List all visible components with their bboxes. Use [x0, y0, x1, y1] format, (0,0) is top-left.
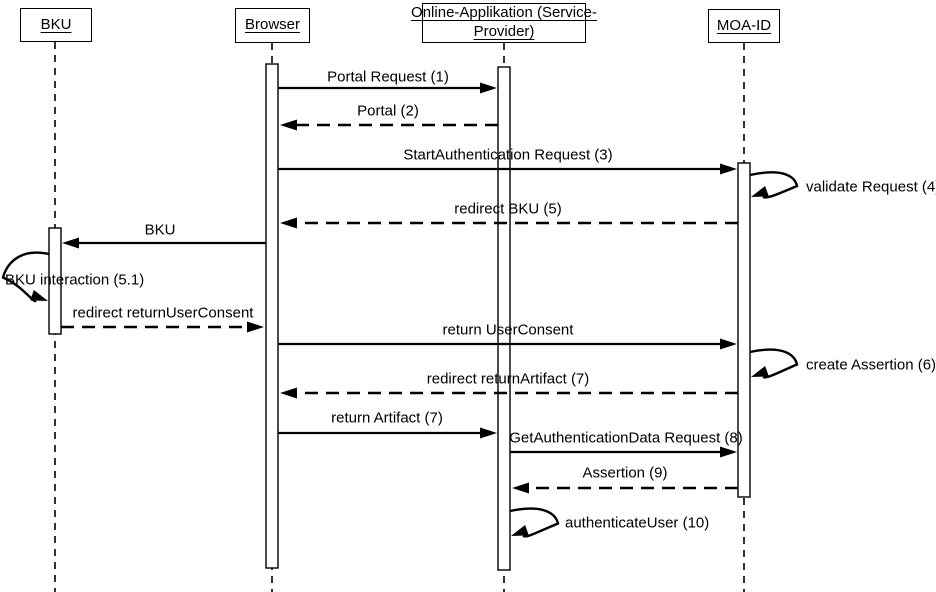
message-label-authenticateuser-10: authenticateUser (10): [565, 514, 710, 532]
arrowhead: [511, 525, 529, 536]
message-getauthenticationdata-request-8: [510, 446, 737, 458]
message-return-artifact-7: [278, 427, 497, 439]
message-create-assertion-6: [749, 348, 799, 379]
message-bku: [62, 237, 266, 249]
message-authenticateuser-10: [509, 507, 560, 538]
participant-box-online-app: Online-Applikation (Service-Provider): [411, 3, 597, 43]
message-label-redirect-returnartifact-7: redirect returnArtifact (7): [426, 370, 590, 388]
message-label-startauthentication-request-3: StartAuthentication Request (3): [403, 146, 613, 164]
message-label-assertion-9: Assertion (9): [582, 464, 668, 482]
arrowhead: [280, 217, 297, 229]
arrowhead: [720, 446, 737, 458]
arrowhead: [480, 427, 497, 439]
participant-label-online-app-line-1: Online-Applikation (Service-: [411, 4, 597, 22]
message-validate-request-4: [749, 171, 799, 199]
message-label-portal-2: Portal (2): [357, 102, 419, 120]
message-bku-interaction-5-1: [1, 251, 50, 303]
participant-label-moa-id: MOA-ID: [716, 16, 772, 34]
participant-box-browser: Browser: [235, 8, 310, 43]
arrowhead: [480, 82, 497, 94]
activation-online-app: [497, 66, 511, 571]
participant-box-bku: BKU: [20, 8, 92, 42]
activation-moa-id: [737, 162, 751, 498]
message-redirect-returnuserconsent: [61, 321, 264, 333]
message-label-bku-interaction-5-1: BKU interaction (5.1): [5, 271, 145, 289]
message-label-create-assertion-6: create Assertion (6): [806, 356, 936, 374]
message-label-return-userconsent: return UserConsent: [442, 321, 574, 339]
message-portal-2: [280, 119, 498, 131]
participant-label-bku: BKU: [40, 15, 72, 33]
arrowhead: [512, 482, 529, 494]
arrowhead: [280, 119, 297, 131]
message-startauthentication-request-3: [278, 163, 737, 175]
arrowhead: [720, 338, 737, 350]
message-label-validate-request-4: validate Request (4): [806, 178, 936, 196]
message-return-userconsent: [278, 338, 737, 350]
participant-box-moa-id: MOA-ID: [708, 9, 780, 43]
arrowhead: [247, 321, 264, 333]
self-loop-validate-request-4: [749, 171, 799, 199]
arrowhead: [62, 237, 79, 249]
message-label-redirect-bku-5: redirect BKU (5): [454, 200, 562, 218]
participant-label-browser: Browser: [244, 16, 300, 34]
participant-label-online-app-line-2: Provider): [473, 23, 535, 40]
arrowhead: [280, 387, 297, 399]
self-loop-create-assertion-6: [749, 348, 799, 379]
message-redirect-returnartifact-7: [280, 387, 738, 399]
arrowhead: [751, 186, 769, 198]
message-redirect-bku-5: [280, 217, 738, 229]
message-label-return-artifact-7: return Artifact (7): [331, 409, 443, 427]
activation-browser: [265, 63, 279, 569]
message-portal-request-1: [278, 82, 497, 94]
message-label-bku: BKU: [144, 221, 176, 239]
arrowhead: [30, 290, 48, 301]
activation-bku: [48, 227, 62, 335]
arrowhead: [751, 366, 769, 377]
message-label-redirect-returnuserconsent: redirect returnUserConsent: [72, 304, 254, 322]
self-loop-authenticateuser-10: [509, 507, 560, 538]
message-label-portal-request-1: Portal Request (1): [327, 68, 449, 86]
arrowhead: [720, 163, 737, 175]
message-label-getauthenticationdata-request-8: GetAuthenticationData Request (8): [509, 429, 743, 447]
message-assertion-9: [512, 482, 738, 494]
